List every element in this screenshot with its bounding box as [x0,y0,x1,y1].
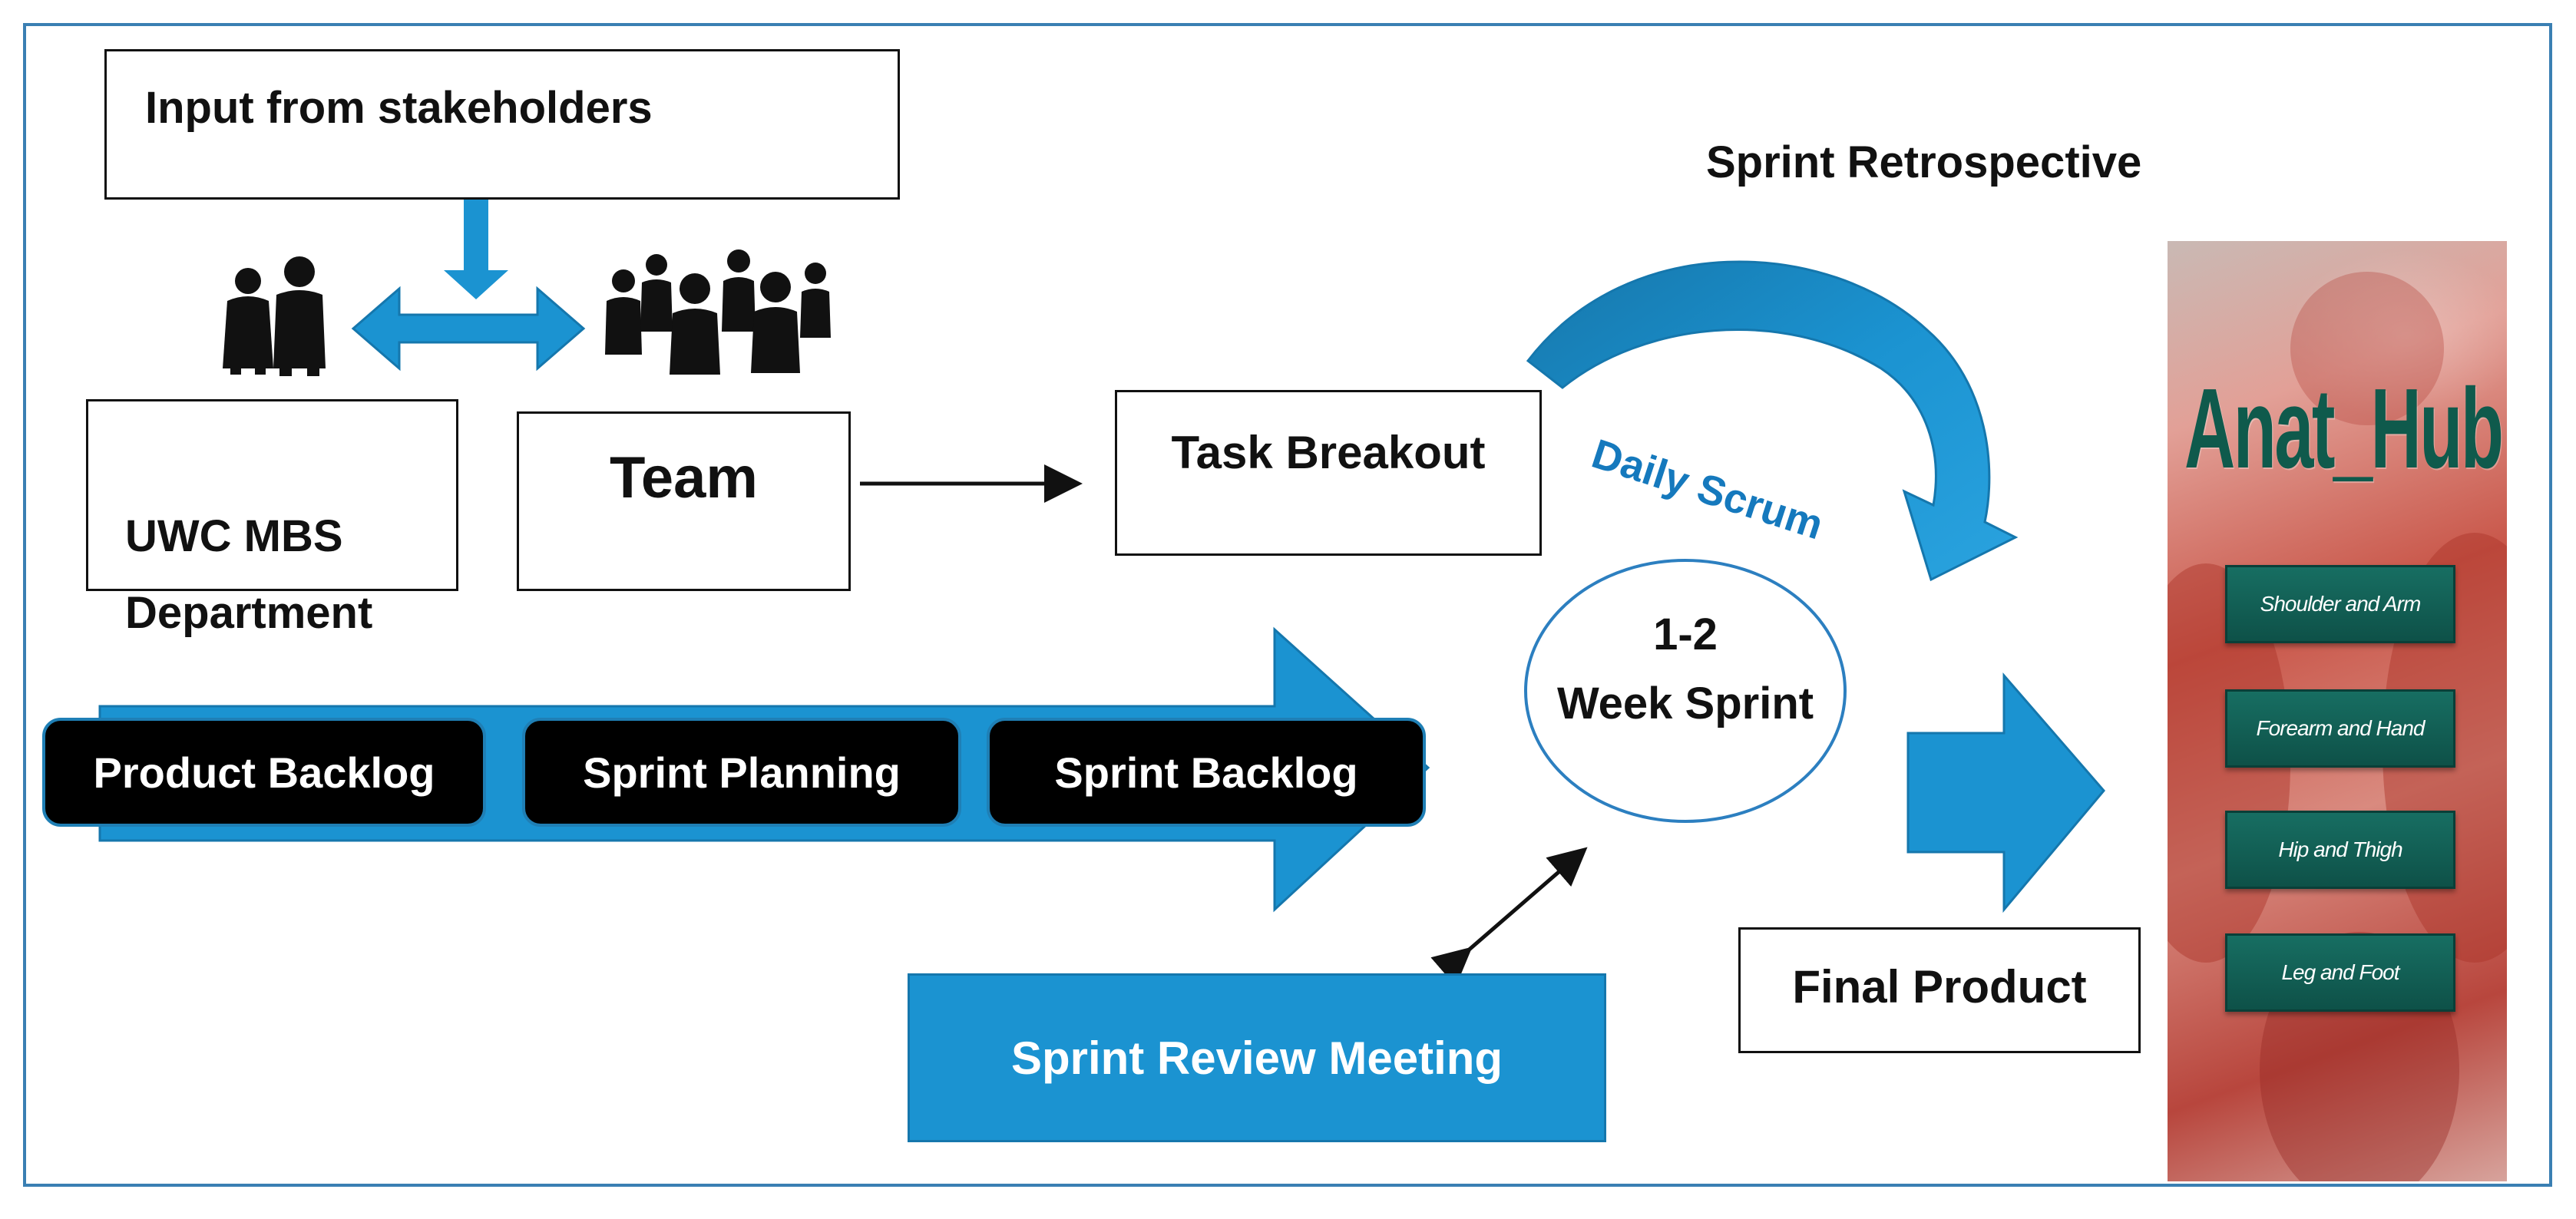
outer-frame [23,23,2552,1187]
review-double-arrow [1430,847,1588,987]
final-product-arrow [1906,672,2105,913]
menu-forearm-and-hand: Forearm and Hand [2225,689,2455,768]
department-people-icon [223,256,326,376]
team-label: Team [610,445,758,510]
sprint-backlog-pill: Sprint Backlog [987,718,1426,827]
department-label: UWC MBS Department [125,511,373,638]
sprint-unit: Week Sprint [1556,679,1814,728]
sprint-review-meeting-box: Sprint Review Meeting [908,973,1606,1142]
task-breakout-label: Task Breakout [1171,427,1486,478]
anat-hub-title: Anat_Hub [2184,365,2504,492]
department-team-double-arrow [351,286,586,372]
sprint-planning-pill: Sprint Planning [522,718,961,827]
team-box: Team [517,411,851,591]
final-product-label: Final Product [1792,961,2087,1013]
final-product-box: Final Product [1738,927,2141,1053]
menu-shoulder-and-arm: Shoulder and Arm [2225,565,2455,643]
sprint-retrospective-label: Sprint Retrospective [1706,137,2142,187]
sprint-review-meeting-label: Sprint Review Meeting [1010,1032,1503,1084]
stakeholders-down-arrow [444,198,508,299]
anat-hub-app-screenshot: Anat_Hub Shoulder and Arm Forearm and Ha… [2168,241,2507,1181]
retrospective-curved-arrow [1526,260,2019,582]
sprint-circle [1524,559,1847,823]
department-box: UWC MBS Department [86,399,458,638]
task-breakout-box: Task Breakout [1115,390,1542,556]
stakeholders-box: Input from stakeholders [104,49,900,200]
sprint-duration: 1-2 [1653,610,1718,659]
sprint-circle-label: 1-2 Week Sprint [1526,600,1845,738]
menu-hip-and-thigh: Hip and Thigh [2225,811,2455,889]
stakeholders-label: Input from stakeholders [145,83,653,133]
product-backlog-pill: Product Backlog [42,718,486,827]
team-group-icon [605,249,831,375]
menu-leg-and-foot: Leg and Foot [2225,933,2455,1012]
